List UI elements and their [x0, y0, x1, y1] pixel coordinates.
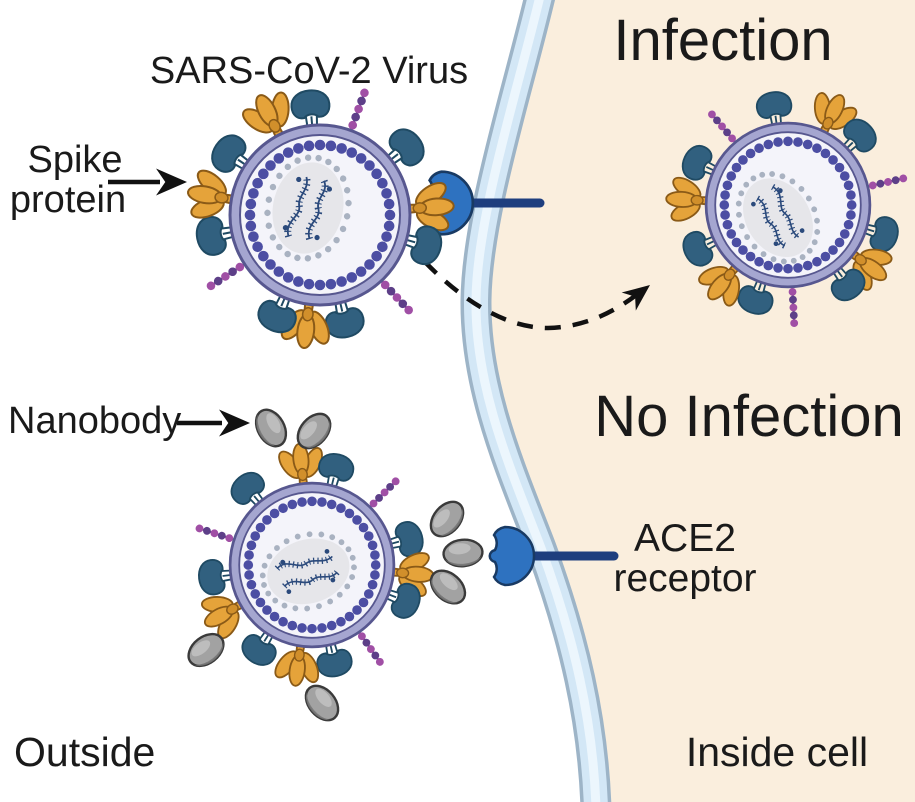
label-nanobody: Nanobody	[8, 400, 181, 442]
nanobody-icons	[187, 408, 484, 722]
label-ace2-line1: ACE2	[634, 517, 736, 560]
label-spike-line1: Spike	[27, 139, 122, 181]
label-inside-cell: Inside cell	[686, 729, 868, 775]
label-spike-line2: protein	[10, 179, 126, 221]
virion-inside-icon	[665, 91, 908, 328]
virus-title: SARS-CoV-2 Virus	[150, 50, 468, 92]
virion-neutralized-icon	[195, 442, 435, 687]
ace2-receptor-bottom-icon	[488, 525, 619, 587]
spike-label-arrow	[108, 168, 187, 196]
label-no-infection: No Infection	[594, 384, 904, 449]
cell-membrane	[460, 0, 612, 802]
label-infection: Infection	[613, 8, 832, 73]
infection-dashed-arrow	[423, 260, 650, 331]
virion-outside-icon	[186, 88, 455, 350]
nanobody-label-arrow	[177, 409, 250, 437]
label-ace2-line2: receptor	[613, 557, 756, 600]
label-outside: Outside	[14, 729, 155, 775]
